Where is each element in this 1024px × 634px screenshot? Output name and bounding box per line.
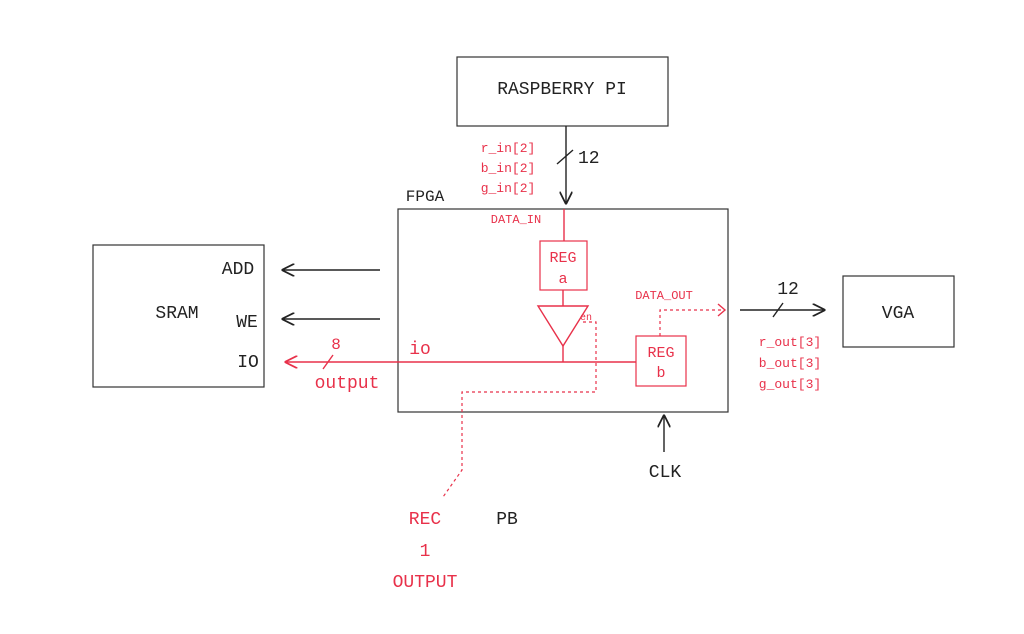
b-out-label: b_out[3] bbox=[759, 356, 821, 371]
bus-width-out: 12 bbox=[777, 280, 799, 300]
reg-a: REG a bbox=[539, 240, 588, 291]
bus-slash-in bbox=[556, 149, 574, 165]
bus-slash-out bbox=[772, 302, 784, 318]
sram-label: SRAM bbox=[155, 304, 198, 324]
fpga-label: FPGA bbox=[406, 188, 445, 206]
pb-label: PB bbox=[496, 510, 518, 530]
rec-label-line2: 1 bbox=[420, 542, 431, 562]
io-label: io bbox=[409, 340, 431, 360]
sram-we-port: WE bbox=[236, 313, 258, 333]
enable-control-path bbox=[442, 321, 597, 498]
data-out-arrowhead bbox=[717, 303, 727, 317]
b-in-label: b_in[2] bbox=[481, 161, 536, 176]
sram-add-port: ADD bbox=[222, 260, 254, 280]
io-bus-slash bbox=[322, 354, 334, 370]
raspberry-pi-block: RASPBERRY PI bbox=[456, 56, 669, 127]
vga-block: VGA bbox=[842, 275, 955, 348]
sram-io-port: IO bbox=[237, 353, 259, 373]
reg-b-line2: b bbox=[656, 365, 665, 382]
reg-a-line1: REG bbox=[549, 250, 576, 267]
data-out-label: DATA_OUT bbox=[635, 289, 693, 303]
raspberry-pi-label: RASPBERRY PI bbox=[497, 80, 627, 100]
output-label: output bbox=[315, 374, 380, 394]
reg-b: REG b bbox=[635, 335, 687, 387]
reg-a-line2: a bbox=[558, 271, 567, 288]
tristate-buffer bbox=[536, 305, 590, 348]
g-out-label: g_out[3] bbox=[759, 377, 821, 392]
g-in-label: g_in[2] bbox=[481, 181, 536, 196]
vga-label: VGA bbox=[882, 304, 915, 324]
sram-block: SRAM ADD WE IO bbox=[92, 244, 265, 388]
rec-label-line3: OUTPUT bbox=[393, 573, 458, 593]
r-out-label: r_out[3] bbox=[759, 335, 821, 350]
en-label: en bbox=[580, 313, 592, 324]
reg-b-line1: REG bbox=[647, 345, 674, 362]
clk-label: CLK bbox=[649, 463, 682, 483]
data-out-path bbox=[659, 309, 724, 336]
data-in-label: DATA_IN bbox=[491, 213, 541, 227]
io-width-label: 8 bbox=[331, 336, 341, 354]
rec-label-line1: REC bbox=[409, 510, 442, 530]
r-in-label: r_in[2] bbox=[481, 141, 536, 156]
bus-width-in: 12 bbox=[578, 149, 600, 169]
